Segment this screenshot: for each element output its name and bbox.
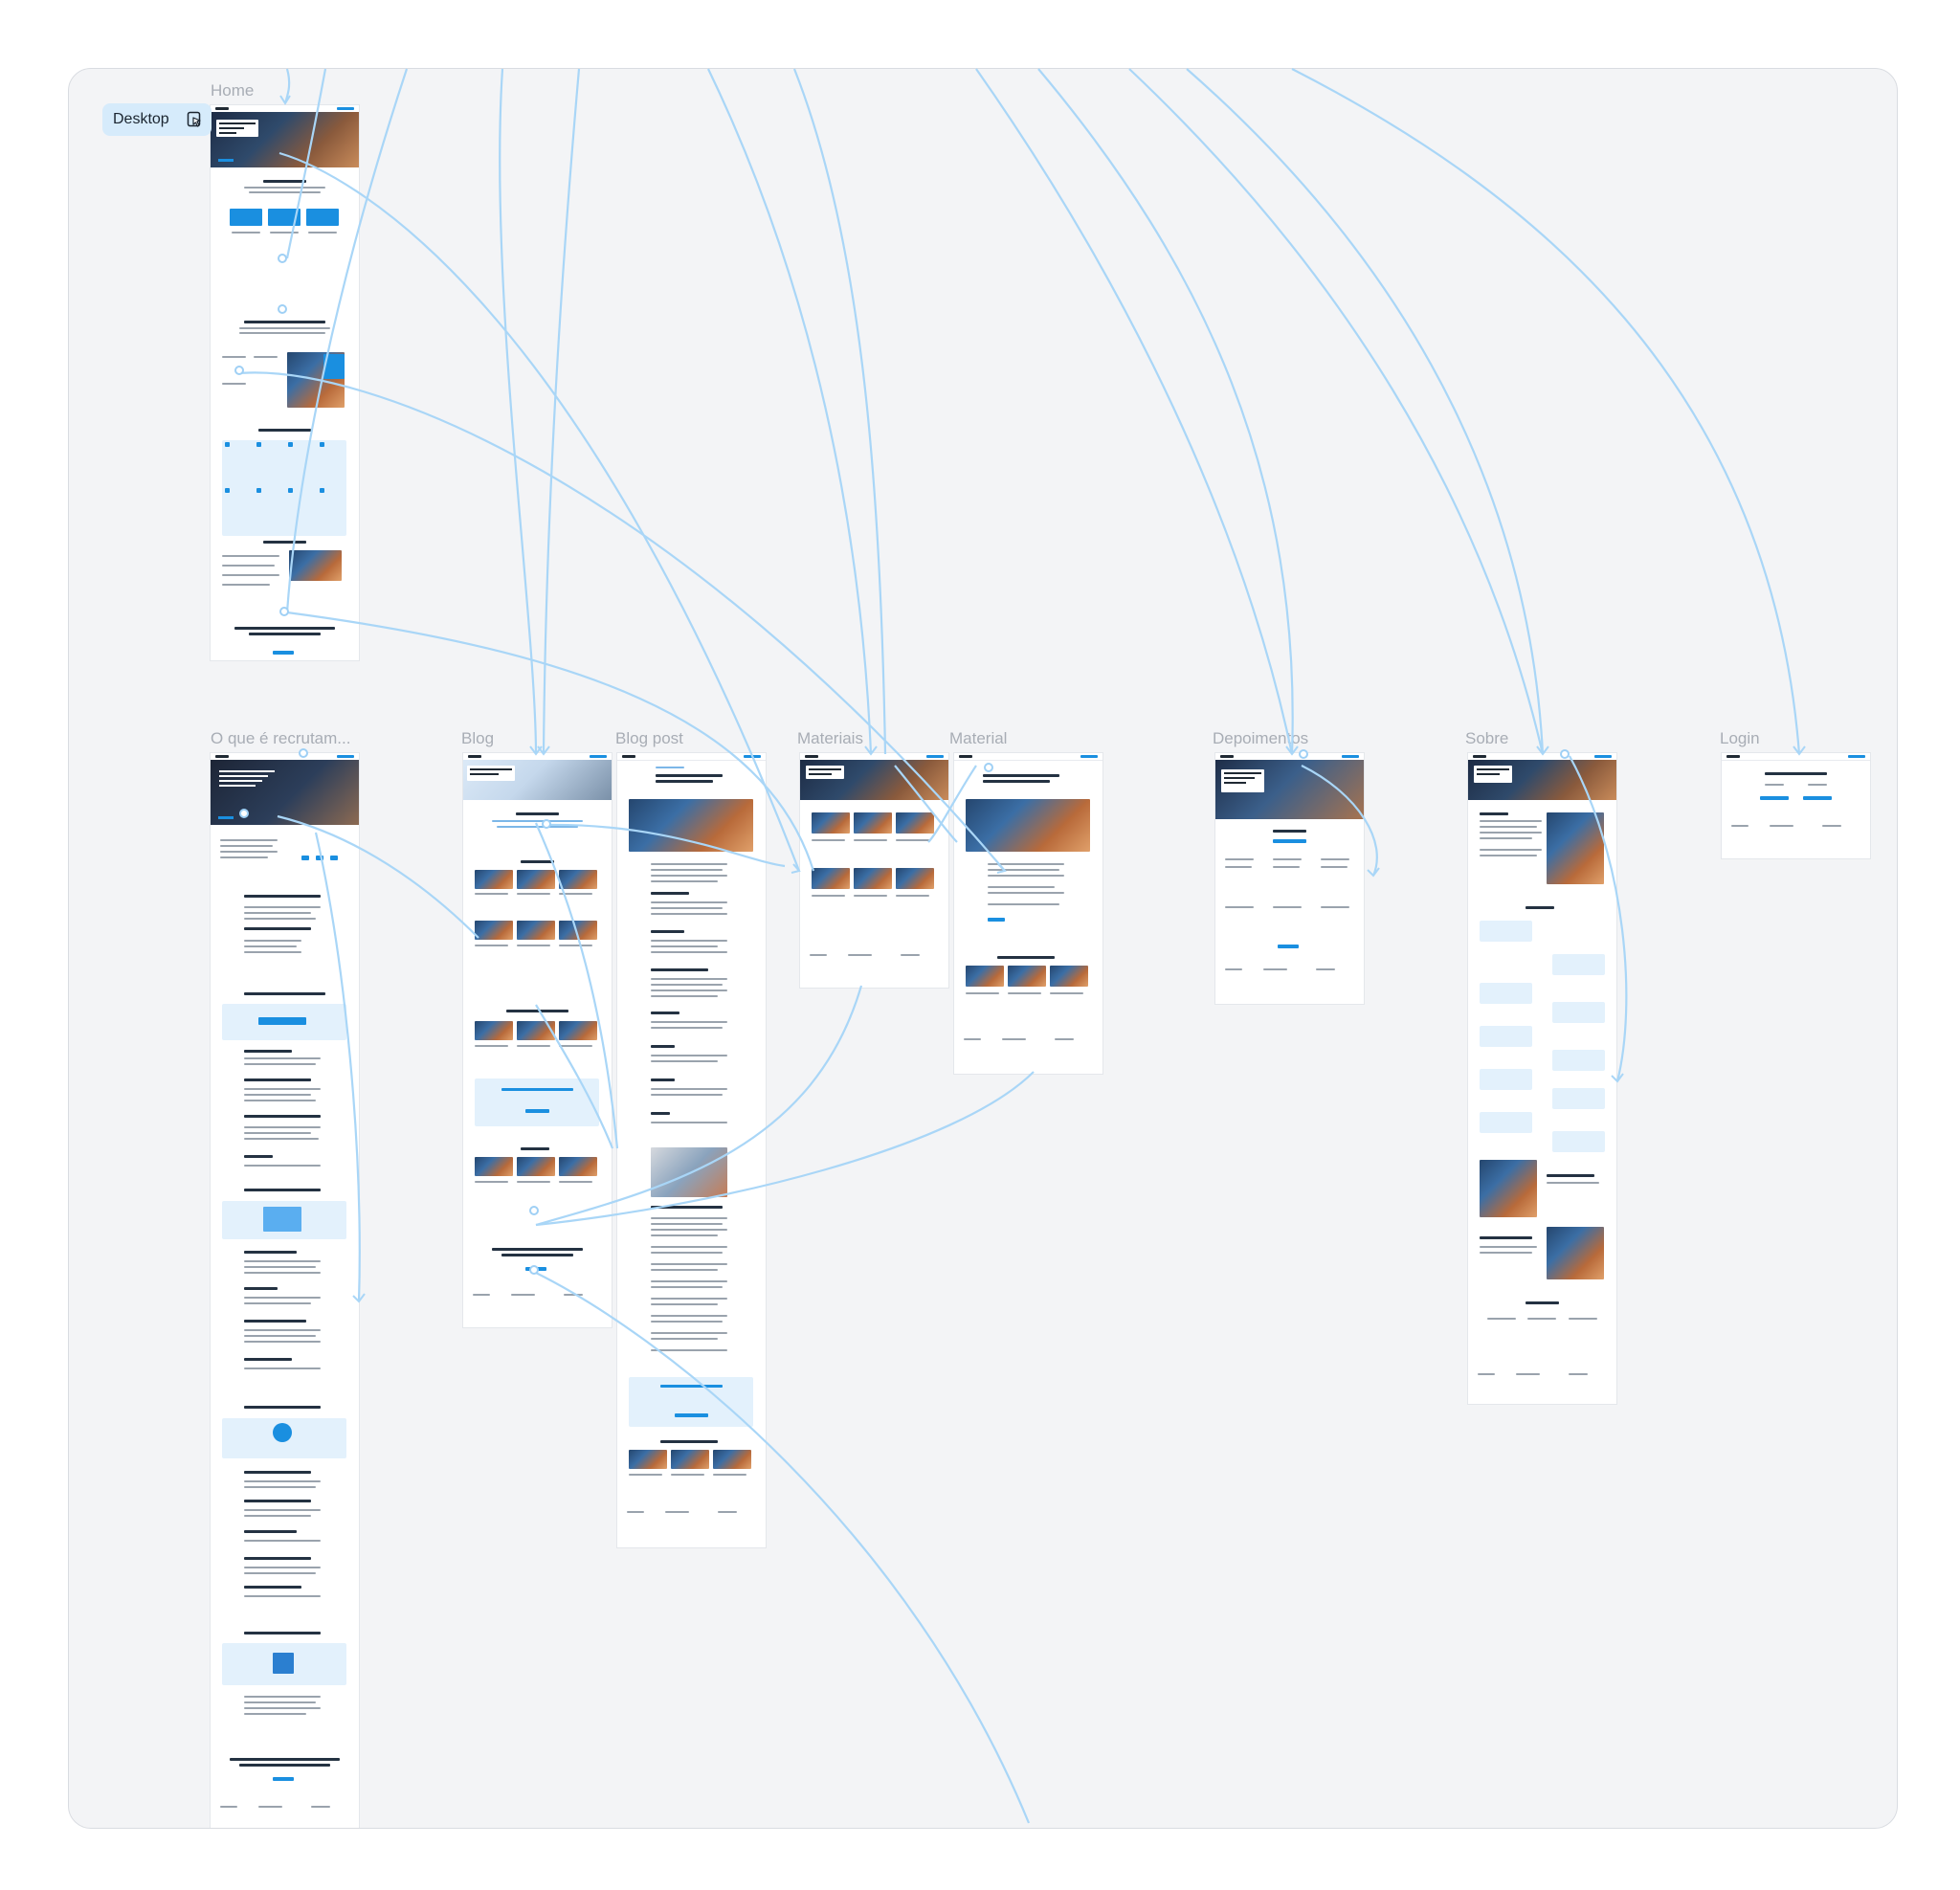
frame-label-home[interactable]: Home: [211, 81, 254, 100]
frame-label-o-que-e[interactable]: O que é recrutam...: [211, 729, 350, 748]
connection-dot[interactable]: [299, 748, 308, 758]
frame-nav: [1722, 753, 1870, 761]
connection-dot[interactable]: [234, 366, 244, 375]
connection-dot[interactable]: [529, 1206, 539, 1215]
frame-blog-post[interactable]: [617, 753, 766, 1547]
frame-blog[interactable]: [463, 753, 612, 1327]
connection-dot[interactable]: [278, 304, 287, 314]
frame-material[interactable]: [954, 753, 1102, 1074]
connection-dot[interactable]: [1299, 749, 1308, 759]
frame-hero: [211, 112, 359, 167]
frame-depoimentos[interactable]: [1215, 753, 1364, 1004]
frame-label-materiais[interactable]: Materiais: [797, 729, 863, 748]
prototype-canvas[interactable]: Home O que é recrutam... Blog Blog post …: [68, 68, 1898, 1829]
desktop-tag-label: Desktop: [113, 111, 169, 128]
frame-label-blog[interactable]: Blog: [461, 729, 494, 748]
connection-dot[interactable]: [984, 763, 993, 772]
frame-label-material[interactable]: Material: [949, 729, 1007, 748]
frame-o-que-e[interactable]: [211, 753, 359, 1829]
connection-dot[interactable]: [542, 819, 551, 829]
frame-label-login[interactable]: Login: [1720, 729, 1760, 748]
connection-dot[interactable]: [239, 809, 249, 818]
frame-label-sobre[interactable]: Sobre: [1465, 729, 1508, 748]
connection-dot[interactable]: [278, 254, 287, 263]
frame-label-depoimentos[interactable]: Depoimentos: [1213, 729, 1308, 748]
connection-dot[interactable]: [529, 1265, 539, 1275]
frame-login[interactable]: [1722, 753, 1870, 858]
frame-home[interactable]: [211, 105, 359, 660]
frame-label-blog-post[interactable]: Blog post: [615, 729, 683, 748]
desktop-frame-tag[interactable]: Desktop: [102, 103, 212, 136]
connection-dot[interactable]: [279, 607, 289, 616]
frame-select-icon: [187, 111, 202, 128]
frame-materiais[interactable]: [800, 753, 948, 988]
frame-nav: [954, 753, 1102, 761]
frame-nav: [617, 753, 766, 761]
frame-sobre[interactable]: [1468, 753, 1616, 1404]
connection-dot[interactable]: [1560, 749, 1570, 759]
